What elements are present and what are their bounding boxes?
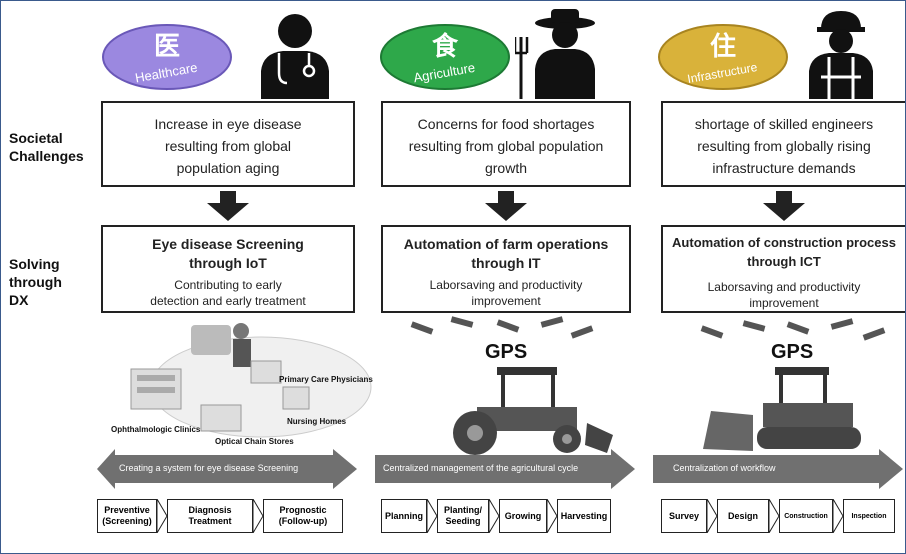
challenge-line: Increase in eye disease — [154, 116, 302, 132]
steps-infrastructure: Survey Design Construction Inspection — [661, 499, 895, 533]
badge-kanji: 住 — [710, 31, 736, 62]
step: Diagnosis Treatment — [167, 499, 253, 533]
challenge-box-agriculture: Concerns for food shortages resulting fr… — [381, 101, 631, 187]
bulldozer-illustration — [703, 367, 861, 451]
label-primary-care: Primary Care Physicians — [279, 375, 373, 384]
challenge-line: Concerns for food shortages — [417, 116, 595, 132]
chevron-right-icon — [833, 499, 843, 533]
label-optical-stores: Optical Chain Stores — [215, 437, 294, 446]
solution-sub-line: Contributing to early — [174, 278, 282, 292]
step: Survey — [661, 499, 707, 533]
challenge-box-infrastructure: shortage of skilled engineers resulting … — [661, 101, 905, 187]
steps-agriculture: Planning Planting/ Seeding Growing Harve… — [381, 499, 611, 533]
solution-title-line: through IT — [471, 255, 541, 271]
chevron-right-icon — [427, 499, 437, 533]
gps-label: GPS — [771, 341, 814, 363]
step: Planning — [381, 499, 427, 533]
step: Preventive (Screening) — [97, 499, 157, 533]
challenge-line: growth — [484, 160, 528, 176]
badge-kanji: 医 — [154, 32, 180, 62]
chevron-right-icon — [489, 499, 499, 533]
challenge-line: resulting from global population — [408, 138, 604, 154]
step: Planting/ Seeding — [437, 499, 489, 533]
row-label-line: through — [9, 274, 62, 290]
row-label-line: Societal — [9, 130, 63, 146]
solution-sub-line: Laborsaving and productivity — [429, 278, 583, 292]
steps-healthcare: Preventive (Screening) Diagnosis Treatme… — [97, 499, 343, 533]
banner-text: Centralized management of the agricultur… — [383, 463, 579, 473]
challenge-line: infrastructure demands — [712, 160, 856, 176]
solution-sub-line: detection and early treatment — [150, 294, 306, 308]
row-label-line: Challenges — [9, 148, 84, 164]
down-arrow-icon — [763, 191, 805, 221]
challenge-line: resulting from globally rising — [697, 138, 871, 154]
label-nursing-homes: Nursing Homes — [287, 417, 347, 426]
banner-arrow-infrastructure — [653, 449, 903, 489]
row-label-solving: Solving through DX — [9, 255, 62, 309]
challenge-line: shortage of skilled engineers — [694, 116, 874, 132]
challenge-line: resulting from global — [164, 138, 292, 154]
step: Growing — [499, 499, 547, 533]
step: Construction — [779, 499, 833, 533]
row-label-challenges: Societal Challenges — [9, 129, 84, 165]
banner-text: Creating a system for eye disease Screen… — [119, 463, 299, 473]
banner-arrow-healthcare — [97, 449, 357, 489]
down-arrow-icon — [207, 191, 249, 221]
challenge-box-healthcare: Increase in eye disease resulting from g… — [101, 101, 355, 187]
step: Inspection — [843, 499, 895, 533]
farmer-icon — [515, 9, 595, 99]
chevron-right-icon — [157, 499, 167, 533]
tractor-illustration — [453, 367, 613, 455]
healthcare-network-illustration — [130, 323, 372, 438]
satellites-icon — [700, 318, 886, 341]
banner-arrow-agriculture — [375, 449, 635, 489]
label-ophthalmologic: Ophthalmologic Clinics — [111, 425, 201, 434]
chevron-right-icon — [769, 499, 779, 533]
solution-sub-line: improvement — [471, 294, 541, 308]
down-arrow-icon — [485, 191, 527, 221]
solution-box-healthcare: Eye disease Screening through IoT Contri… — [101, 225, 355, 313]
solution-title-line: Eye disease Screening — [152, 236, 304, 252]
solution-sub-line: improvement — [749, 296, 819, 310]
solution-sub-line: Laborsaving and productivity — [707, 280, 861, 294]
step: Harvesting — [557, 499, 611, 533]
row-label-line: DX — [9, 292, 29, 308]
satellites-icon — [410, 316, 594, 339]
challenge-line: population aging — [176, 160, 280, 176]
solution-title-line: Automation of construction process — [672, 235, 896, 250]
badge-kanji: 食 — [432, 31, 459, 62]
step: Prognostic (Follow-up) — [263, 499, 343, 533]
gps-label: GPS — [485, 341, 528, 363]
row-label-line: Solving — [9, 256, 60, 272]
solution-box-agriculture: Automation of farm operations through IT… — [381, 225, 631, 313]
solution-title-line: through ICT — [747, 254, 821, 269]
engineer-icon — [809, 11, 873, 99]
chevron-right-icon — [707, 499, 717, 533]
chevron-right-icon — [547, 499, 557, 533]
solution-title-line: Automation of farm operations — [403, 236, 609, 252]
solution-box-infrastructure: Automation of construction process throu… — [661, 225, 905, 313]
chevron-right-icon — [253, 499, 263, 533]
solution-title-line: through IoT — [189, 255, 267, 271]
infrastructure-badge: 住 Infrastructure — [658, 24, 788, 90]
doctor-icon — [261, 14, 329, 99]
agriculture-badge: 食 Agriculture — [380, 24, 510, 90]
step: Design — [717, 499, 769, 533]
healthcare-badge: 医 Healthcare — [102, 24, 232, 90]
banner-text: Centralization of workflow — [673, 463, 776, 473]
